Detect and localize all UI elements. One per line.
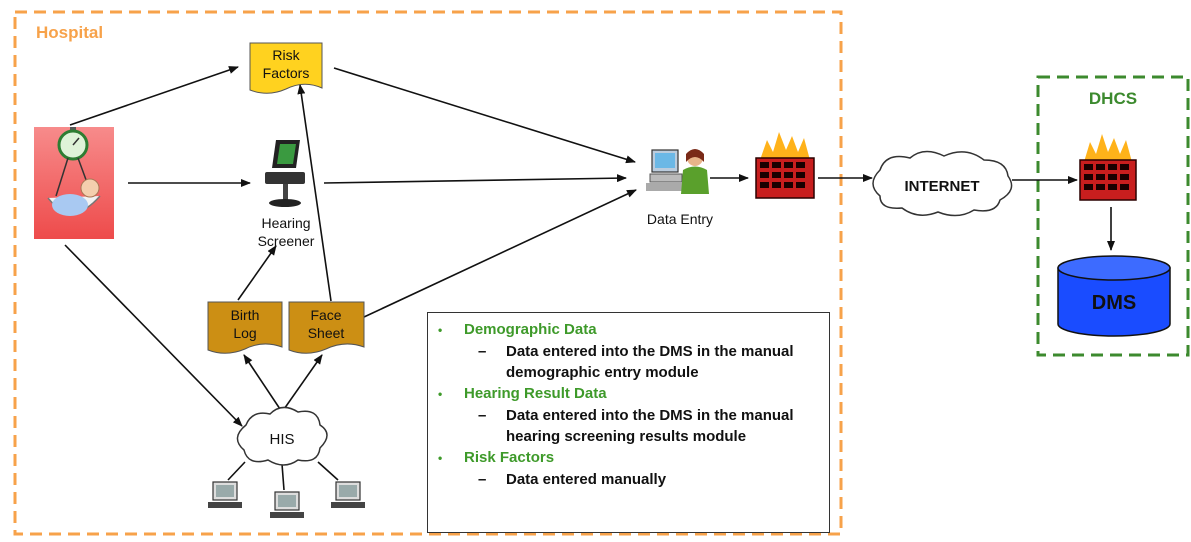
his-label: HIS — [269, 431, 294, 448]
bullet-icon: • — [438, 451, 443, 465]
arrow-his-to-birth-log — [243, 354, 283, 413]
newborn-icon — [34, 127, 114, 239]
legend-item-detail: – Data entered manually — [438, 469, 819, 490]
hearing-screener-icon — [265, 140, 305, 207]
legend-detail-text: Data entered manually — [506, 471, 667, 488]
arrow-risk-factors-to-data-entry — [333, 67, 636, 164]
arrow-baby-to-risk-factors — [69, 66, 239, 126]
birth-log-line2: Log — [233, 325, 256, 341]
legend-item-demographic: • Demographic Data — [438, 319, 819, 341]
face-sheet-document: Face Sheet — [288, 301, 365, 354]
his-link-center — [281, 463, 285, 491]
internet-label: INTERNET — [905, 178, 980, 195]
data-entry-person-icon — [646, 149, 709, 194]
computer-terminal-icon — [331, 481, 365, 508]
legend-detail-text: Data entered into the DMS in the manual … — [506, 407, 794, 445]
dhcs-boundary — [1036, 75, 1190, 357]
firewall-icon — [755, 132, 815, 199]
risk-factors-line1: Risk — [272, 47, 300, 63]
arrow-baby-to-his — [64, 244, 243, 427]
legend-item-risk-factors: • Risk Factors — [438, 447, 819, 469]
legend-item-title: Hearing Result Data — [464, 385, 607, 402]
hearing-screener-line1: Hearing — [261, 215, 310, 231]
arrow-face-sheet-to-risk-factors — [297, 84, 332, 302]
his-link-right — [317, 461, 339, 481]
birth-log-document: Birth Log — [207, 301, 283, 354]
data-notes-box: • Demographic Data – Data entered into t… — [427, 312, 830, 533]
arrow-birth-log-to-screener — [237, 245, 277, 301]
legend-item-hearing-result: • Hearing Result Data — [438, 383, 819, 405]
bullet-icon: • — [438, 387, 443, 401]
computer-terminal-icon — [208, 481, 242, 508]
flow-arrows — [64, 66, 1115, 491]
bullet-icon: • — [438, 323, 443, 337]
face-sheet-line1: Face — [310, 307, 341, 323]
hospital-label: Hospital — [36, 23, 103, 42]
birth-log-line1: Birth — [231, 307, 260, 323]
face-sheet-line2: Sheet — [308, 325, 345, 341]
dms-label: DMS — [1092, 292, 1136, 314]
legend-item-detail: – Data entered into the DMS in the manua… — [438, 405, 819, 447]
arrow-screener-to-data-entry — [323, 174, 627, 184]
legend-item-detail: – Data entered into the DMS in the manua… — [438, 341, 819, 383]
his-cloud: HIS — [236, 406, 328, 466]
legend-item-title: Risk Factors — [464, 449, 555, 466]
risk-factors-document: Risk Factors — [249, 42, 323, 94]
dms-database: DMS — [1057, 255, 1171, 337]
risk-factors-line2: Factors — [263, 65, 310, 81]
legend-item-title: Demographic Data — [464, 321, 597, 338]
hospital-boundary — [13, 10, 843, 536]
firewall-icon — [1079, 134, 1137, 201]
arrow-his-to-face-sheet — [281, 354, 323, 413]
computer-terminal-icon — [270, 491, 304, 518]
legend-detail-text: Data entered into the DMS in the manual … — [506, 343, 794, 381]
arrow-face-sheet-to-data-entry — [363, 189, 637, 318]
hearing-screener-line2: Screener — [258, 233, 315, 249]
dhcs-label: DHCS — [1089, 89, 1137, 108]
internet-cloud: INTERNET — [872, 150, 1013, 217]
data-entry-label: Data Entry — [647, 211, 713, 227]
his-link-left — [227, 461, 246, 481]
